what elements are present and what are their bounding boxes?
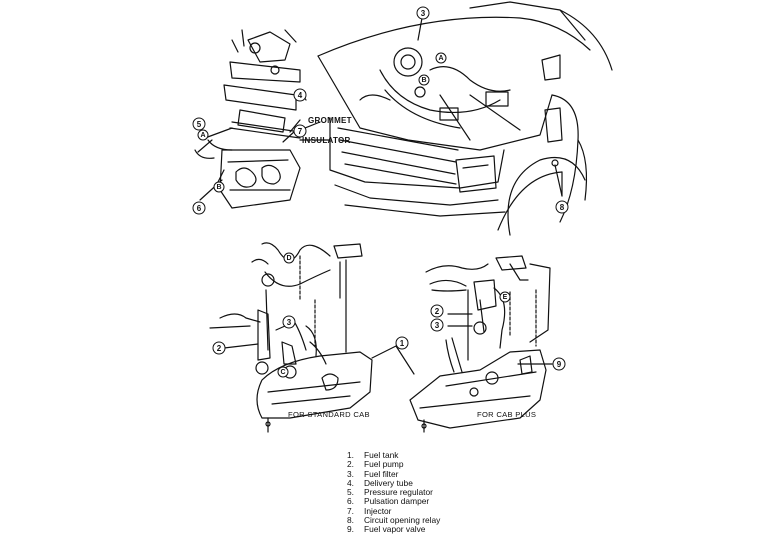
callout-5 xyxy=(192,117,206,131)
parts-legend: 1. Fuel tank 2. Fuel pump 3. Fuel filter 4.… xyxy=(338,450,441,534)
legend-item: 8. Circuit opening relay xyxy=(338,514,441,525)
callout-C-std-text: C xyxy=(280,369,285,376)
legend-number: 3. xyxy=(347,468,354,479)
callout-2-plus-text: 2 xyxy=(435,307,440,316)
callout-8-text: 8 xyxy=(560,203,565,212)
legend-text: Fuel vapor valve xyxy=(364,524,426,534)
callout-D-std-text: D xyxy=(286,255,291,262)
callout-4-text: 4 xyxy=(298,91,303,100)
legend-number: 4. xyxy=(347,477,354,488)
legend-text: Delivery tube xyxy=(364,477,413,488)
callout-3-plus xyxy=(430,318,444,332)
callout-2-std xyxy=(212,341,226,355)
legend-text: Fuel filter xyxy=(364,468,399,479)
callout-A-top-text: A xyxy=(438,55,443,62)
callout-4 xyxy=(293,88,307,102)
vehicle-front-illustration xyxy=(317,1,613,236)
callout-A-top xyxy=(435,52,447,64)
standard-cab-label: FOR STANDARD CAB xyxy=(288,410,370,419)
callout-A-left xyxy=(197,129,209,141)
callout-B-left-text: B xyxy=(216,184,221,191)
legend-number: 6. xyxy=(347,496,354,507)
callout-2-std-text: 2 xyxy=(217,344,222,353)
standard-cab-tank-illustration xyxy=(209,242,415,433)
legend-item: 2. Fuel pump xyxy=(338,459,440,470)
callout-1 xyxy=(395,336,409,350)
legend-number: 8. xyxy=(347,514,354,525)
callout-B-left xyxy=(213,181,225,193)
legend-item: 6. Pulsation damper xyxy=(338,496,440,507)
legend-number: 7. xyxy=(347,505,354,516)
callout-1-text: 1 xyxy=(400,339,405,348)
legend-item: 5. Pressure regulator xyxy=(338,487,440,497)
callout-3-top xyxy=(416,6,430,20)
legend-text: Injector xyxy=(364,505,392,516)
legend-text: Circuit opening relay xyxy=(364,514,441,525)
callout-B-top xyxy=(418,74,430,86)
intake-manifold-illustration xyxy=(194,29,331,209)
callout-3-plus-text: 3 xyxy=(435,321,440,330)
callout-A-left-text: A xyxy=(200,132,205,139)
callout-3-std xyxy=(282,315,296,329)
legend-number: 1. xyxy=(347,450,354,460)
callout-B-top-text: B xyxy=(421,77,426,84)
callout-C-std xyxy=(277,366,289,378)
legend-number: 9. xyxy=(347,524,354,534)
callout-6-text: 6 xyxy=(197,204,202,213)
callout-E-plus-text: E xyxy=(503,294,508,301)
callout-9 xyxy=(552,357,566,371)
callout-D-std xyxy=(283,252,295,264)
callout-7 xyxy=(293,124,307,138)
cab-plus-label: FOR CAB PLUS xyxy=(477,410,537,419)
callout-5-text: 5 xyxy=(197,120,202,129)
legend-text: Pressure regulator xyxy=(364,487,433,497)
legend-number: 2. xyxy=(347,459,354,470)
legend-item: 3. Fuel filter xyxy=(338,468,440,479)
legend-text: Fuel tank xyxy=(364,450,399,460)
callout-3-std-text: 3 xyxy=(287,318,292,327)
legend-item: 4. Delivery tube xyxy=(338,477,440,488)
callout-E-plus xyxy=(499,291,511,303)
callout-7-text: 7 xyxy=(298,127,303,136)
callout-9-text: 9 xyxy=(557,360,562,369)
callout-6 xyxy=(192,201,206,215)
legend-number: 5. xyxy=(347,487,354,497)
legend-item: 9. Fuel vapor valve xyxy=(338,524,440,534)
grommet-label: GROMMET xyxy=(308,116,352,125)
insulator-label: INSULATOR xyxy=(302,136,351,145)
legend-item: 1. Fuel tank xyxy=(338,450,440,460)
callout-3-top-text: 3 xyxy=(421,9,426,18)
callout-2-plus xyxy=(430,304,444,318)
legend-text: Fuel pump xyxy=(364,459,404,470)
callout-8 xyxy=(555,200,569,214)
legend-item: 7. Injector xyxy=(338,505,440,516)
cab-plus-tank-illustration xyxy=(409,255,553,433)
legend-text: Pulsation damper xyxy=(364,496,430,507)
